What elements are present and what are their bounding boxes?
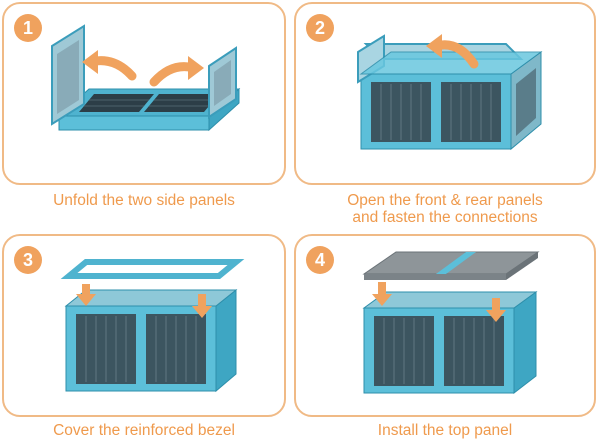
step-4-illustration [296,236,594,415]
step-3-caption: Cover the reinforced bezel [2,422,286,439]
step-3-caption-line-1: Cover the reinforced bezel [2,422,286,439]
step-3-panel: 3 [2,234,286,417]
step-1-caption: Unfold the two side panels [2,192,286,209]
step-2-illustration [296,4,594,183]
step-1-caption-line-1: Unfold the two side panels [2,192,286,209]
step-4-caption-line-1: Install the top panel [294,422,596,439]
step-1-panel: 1 [2,2,286,185]
step-3-illustration [4,236,284,415]
step-4-panel: 4 [294,234,596,417]
step-2-caption-line-1: Open the front & rear panels [294,192,596,209]
step-1-illustration [4,4,284,183]
step-2-panel: 2 [294,2,596,185]
step-2-caption: Open the front & rear panels and fasten … [294,192,596,226]
step-4-caption: Install the top panel [294,422,596,439]
step-2-caption-line-2: and fasten the connections [294,209,596,226]
